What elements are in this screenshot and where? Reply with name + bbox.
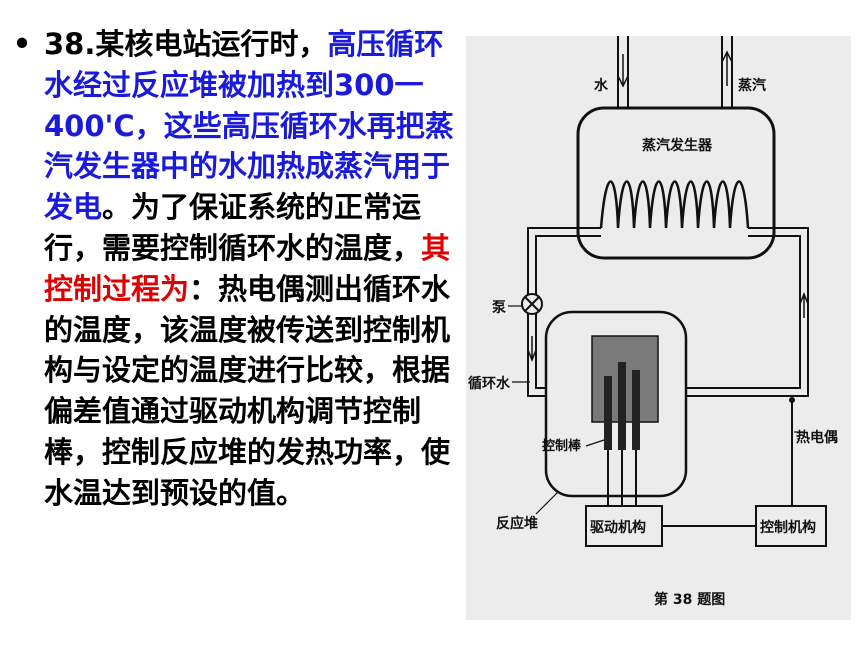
flow-arrow-left [527, 336, 537, 363]
text-segment-control-red: 其控制过程为 [44, 230, 451, 306]
steam-label: 蒸汽 [738, 77, 766, 94]
rod-linkages [607, 450, 637, 506]
control-rod-leader [585, 439, 605, 447]
text-segment-requirement: 。为了保证系统的正常运行，需要控制循环水的温度， [44, 190, 422, 265]
text-segment-description: ：热电偶测出循环水的温度，该温度被传送到控制机构与设定的温度进行比较，根据偏差值… [44, 271, 451, 510]
pump-symbol [521, 293, 543, 315]
control-rod-middle [618, 362, 626, 450]
control-rod-right [632, 370, 640, 450]
diagram-svg: 水 蒸汽 蒸汽发生器 泵 循环水 热电偶 控制棒 反应堆 驱动机构 控制机构 第… [468, 36, 838, 608]
figure-caption: 第 38 题图 [654, 591, 725, 608]
control-rod-left [604, 376, 612, 450]
circulating-water-label: 循环水 [468, 375, 511, 392]
flow-arrow-right [799, 291, 809, 318]
control-rod-label: 控制棒 [542, 438, 582, 454]
drive-mechanism-box [585, 505, 663, 547]
drive-mechanism-label: 驱动机构 [590, 519, 646, 536]
control-mechanism-box [755, 505, 827, 547]
pump-label: 泵 [492, 300, 506, 316]
control-mechanism-label: 控制机构 [760, 519, 816, 536]
water-label: 水 [594, 77, 609, 94]
water-inlet-pipe [617, 36, 629, 108]
bullet-point: • [12, 27, 32, 61]
steam-outlet-pipe [721, 36, 733, 108]
question-text-block: • 38.某核电站运行时，高压循环水经过反应堆被加热到300一400'C，这些高… [12, 24, 460, 514]
question-paragraph: 38.某核电站运行时，高压循环水经过反应堆被加热到300一400'C，这些高压循… [44, 24, 460, 514]
text-segment-intro: 38.某核电站运行时， [44, 27, 328, 61]
thermocouple-label: 热电偶 [796, 429, 838, 446]
steam-up-arrow [721, 50, 733, 86]
reactor-leader [535, 491, 559, 515]
heating-coil [599, 180, 750, 229]
steam-generator-label: 蒸汽发生器 [642, 137, 713, 154]
thermocouple-sensor [789, 397, 795, 403]
nuclear-plant-diagram: 水 蒸汽 蒸汽发生器 泵 循环水 热电偶 控制棒 反应堆 驱动机构 控制机构 第… [466, 36, 851, 620]
reactor-label: 反应堆 [496, 515, 538, 532]
water-down-arrow [617, 54, 629, 88]
text-segment-process-blue: 高压循环水经过反应堆被加热到300一400'C，这些高压循环水再把蒸汽发生器中的… [44, 27, 454, 225]
